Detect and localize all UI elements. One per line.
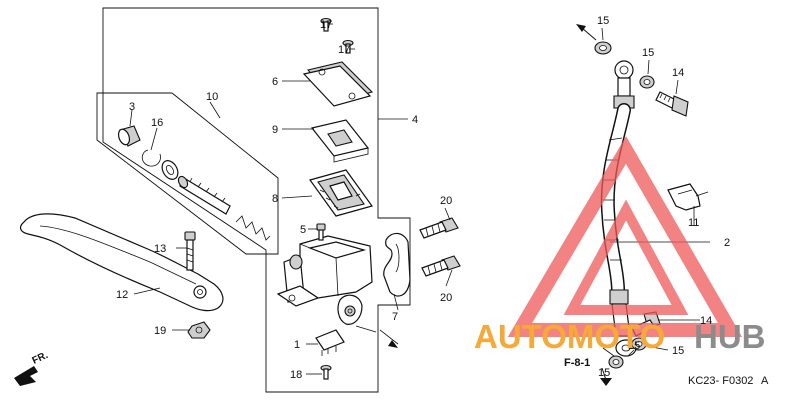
sealing-washer-2 — [639, 75, 655, 89]
master-cylinder-holder — [383, 232, 411, 297]
reference-arrow — [600, 367, 612, 386]
callout-15-upper: 15 — [642, 47, 654, 59]
callout-3: 3 — [129, 101, 135, 113]
front-direction-label: FR. — [31, 350, 50, 367]
switch-screw — [320, 364, 332, 380]
reservoir-cap — [302, 61, 374, 107]
master-cylinder-group-box — [102, 7, 411, 393]
diaphragm-plate — [310, 119, 370, 163]
piston-spring — [235, 215, 271, 241]
watermark-text-primary: AUTOMOTO — [474, 318, 665, 355]
callout-14-lower: 14 — [700, 315, 712, 327]
sealing-washer-3 — [631, 337, 647, 351]
callout-19: 19 — [154, 325, 166, 337]
callout-18: 18 — [290, 369, 302, 381]
piston-boot — [117, 125, 141, 147]
callout-20-lower: 20 — [440, 292, 452, 304]
callout-7: 7 — [392, 311, 398, 323]
brake-lever — [19, 213, 224, 312]
outgoing-direction-arrow — [576, 24, 597, 41]
callout-1: 1 — [294, 339, 300, 351]
callout-10: 10 — [206, 91, 218, 103]
bleeder-screw — [316, 223, 326, 241]
callout-15-bottom: 15 — [598, 367, 610, 379]
piston — [177, 175, 231, 215]
callout-6: 6 — [272, 76, 278, 88]
sealing-washer-4 — [608, 355, 624, 369]
diagram-code: KC23- F0302 A — [688, 375, 769, 387]
front-direction-indicator: FR. — [14, 350, 50, 386]
sealing-washer-1 — [594, 41, 612, 55]
watermark-logo — [507, 136, 743, 337]
brake-hose — [600, 103, 631, 297]
brake-light-switch — [315, 329, 345, 356]
callout-12: 12 — [116, 289, 128, 301]
callout-17-lower: 17 — [338, 44, 350, 56]
outlet-direction-arrow — [388, 340, 398, 348]
pivot-bolt — [184, 231, 196, 271]
watermark-text-secondary: HUB — [694, 318, 766, 355]
hose-clamp — [667, 183, 709, 211]
leader-lines — [129, 23, 710, 375]
callout-15-right: 15 — [672, 345, 684, 357]
banjo-fitting-upper — [613, 60, 635, 109]
callout-20-upper: 20 — [440, 195, 452, 207]
callout-8: 8 — [272, 193, 278, 205]
oil-bolt-upper — [655, 91, 689, 117]
callout-4: 4 — [412, 114, 418, 126]
watermark-text: AUTOMOTO HUB — [474, 318, 766, 355]
holder-bolt-upper — [419, 217, 459, 239]
callout-15-top: 15 — [597, 15, 609, 27]
pivot-nut — [187, 321, 211, 339]
diagram-code-suffix: A — [761, 375, 769, 387]
callout-16: 16 — [151, 117, 163, 129]
cap-screw-lower — [342, 39, 354, 54]
cap-screw-upper — [320, 17, 332, 32]
callout-14-upper: 14 — [672, 67, 684, 79]
diagram-code-text: KC23- F0302 — [688, 375, 753, 387]
reference-label: F-8-1 — [564, 357, 590, 369]
master-cylinder-body — [276, 235, 377, 333]
callout-5: 5 — [300, 224, 306, 236]
piston-washer — [161, 160, 179, 180]
diaphragm — [309, 169, 373, 217]
callout-17-upper: 17 — [320, 19, 332, 31]
callout-labels: 17 17 6 9 8 5 3 16 10 4 7 20 20 13 12 19… — [116, 15, 730, 381]
callout-9: 9 — [272, 124, 278, 136]
callout-15-left: 15 — [628, 340, 640, 352]
piston-set-group-box — [96, 92, 279, 255]
callout-2: 2 — [724, 237, 730, 249]
snap-ring — [141, 149, 161, 167]
callout-11: 11 — [688, 217, 699, 229]
holder-bolt-lower — [421, 255, 461, 277]
callout-13: 13 — [154, 243, 166, 255]
